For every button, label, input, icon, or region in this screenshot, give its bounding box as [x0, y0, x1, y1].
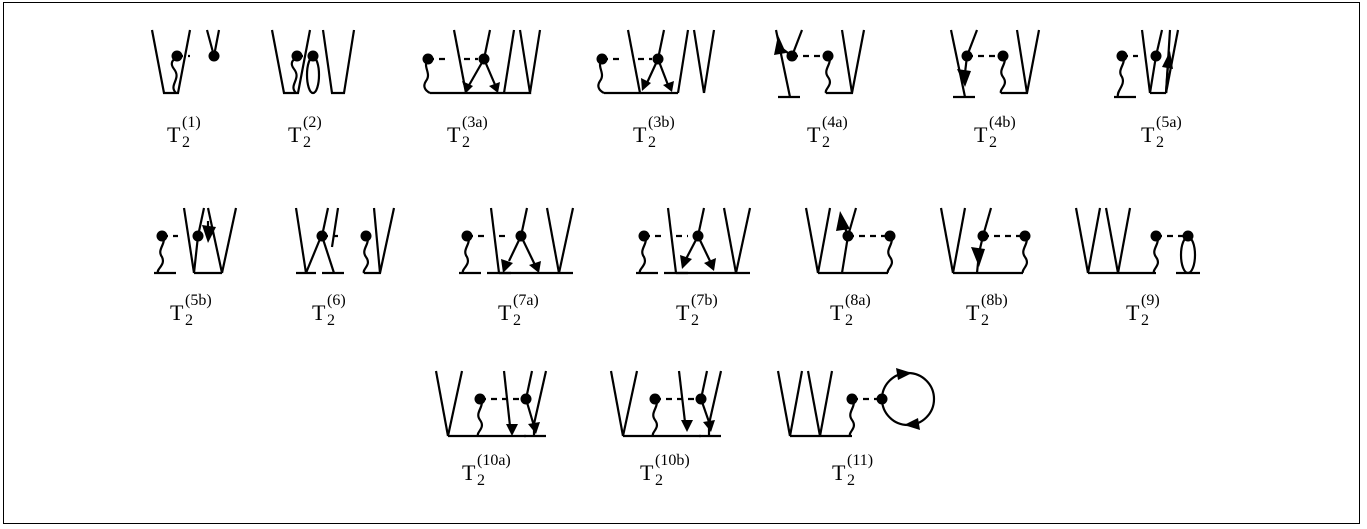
diagram-t2-6 — [294, 207, 396, 275]
diagram-t2-3b — [596, 29, 716, 95]
diagram-t2-1 — [150, 29, 221, 95]
diagram-t2-2 — [270, 29, 356, 95]
diagram-t2-8b — [939, 207, 1031, 275]
diagram-t2-4b — [949, 29, 1041, 99]
diagram-t2-10b — [609, 370, 723, 438]
diagram-t2-5a — [1114, 29, 1180, 99]
diagram-t2-8a — [804, 207, 896, 275]
diagram-t2-11 — [776, 368, 936, 438]
diagram-t2-4a — [774, 29, 866, 99]
diagram-t2-10a — [434, 370, 548, 438]
diagram-t2-5b — [154, 207, 238, 275]
diagram-t2-9 — [1074, 207, 1200, 275]
diagram-t2-3a — [422, 29, 542, 95]
diagram-t2-7a — [459, 207, 575, 275]
diagram-t2-7b — [636, 207, 752, 275]
